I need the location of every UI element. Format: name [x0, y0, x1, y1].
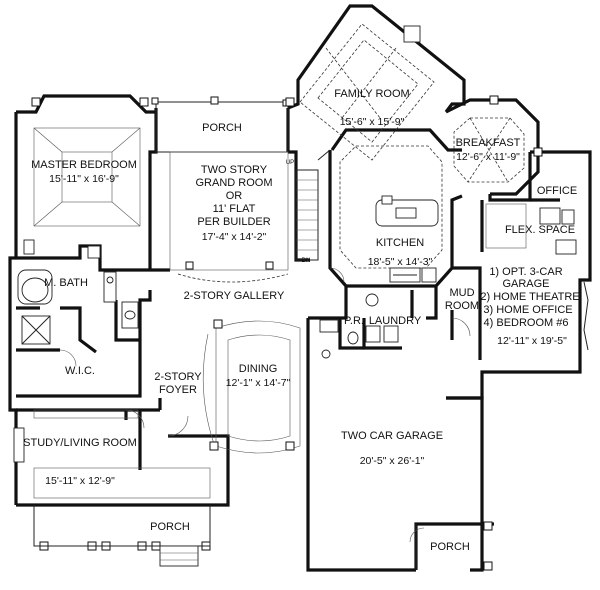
family-room-dims: 15'-6" x 15'-9": [340, 116, 405, 128]
master-bedroom-name: MASTER BEDROOM: [31, 159, 137, 171]
master-bath-name: M. BATH: [44, 277, 88, 289]
two-car-garage-dims: 20'-5" x 26'-1": [360, 455, 425, 467]
powder-room-name: P.R.: [344, 315, 364, 327]
kitchen-fixtures: [339, 145, 443, 283]
door-swings: [59, 267, 471, 543]
garage-option-line4: 3) HOME OFFICE: [483, 304, 572, 316]
study-name: STUDY/LIVING ROOM: [23, 437, 137, 449]
gallery-name: 2-STORY GALLERY: [184, 290, 285, 302]
front-porch-name: PORCH: [150, 521, 190, 533]
breakfast-name: BREAKFAST: [456, 137, 521, 149]
room-labels: MASTER BEDROOM 15'-11" x 16'-9" PORCH TW…: [23, 88, 579, 553]
dining-name: DINING: [239, 363, 278, 375]
grand-room-line1: TWO STORY: [201, 164, 268, 176]
two-car-garage-name: TWO CAR GARAGE: [341, 430, 443, 442]
family-room-ceiling: [285, 23, 435, 161]
breakfast-dims: 12'-6" x 11'-9": [456, 151, 520, 163]
wic-name: W.I.C.: [65, 365, 95, 377]
grand-room-line5: PER BUILDER: [197, 216, 270, 228]
study-dims: 15'-11" x 12'-9": [45, 475, 115, 487]
grand-room-line2: GRAND ROOM: [196, 177, 273, 189]
master-tray-ceiling: [31, 97, 149, 227]
grand-room-area: [169, 149, 331, 283]
master-bath-fixtures: [17, 239, 139, 345]
study-fixtures: [13, 409, 139, 463]
breakfast-ceiling: [453, 95, 543, 183]
garage-porch: [415, 521, 493, 571]
mud-room-line2: ROOM: [445, 300, 479, 312]
dining-dims: 12'-1" x 14'-7": [226, 377, 291, 389]
front-porch: [33, 467, 211, 567]
garage-porch-name: PORCH: [430, 541, 470, 553]
garage-option-dims: 12'-11" x 19'-5": [497, 335, 567, 347]
foyer-line1: 2-STORY: [154, 371, 202, 383]
kitchen-dims: 18'-5" x 14'-3": [368, 256, 433, 268]
kitchen-name: KITCHEN: [376, 237, 424, 249]
laundry-name: LAUNDRY: [369, 315, 422, 327]
top-porch-name: PORCH: [202, 122, 242, 134]
garage-option-line3: 2) HOME THEATRE: [480, 291, 579, 303]
stair-down-note: DN: [302, 258, 311, 264]
grand-room-line3: OR: [226, 190, 243, 202]
grand-room-dims: 17'-4" x 14'-2": [202, 231, 267, 243]
grand-room-line4: 11' FLAT: [213, 203, 256, 215]
family-room-name: FAMILY ROOM: [334, 88, 409, 100]
flex-space-name: FLEX. SPACE: [505, 224, 575, 236]
stair-up-note: UP: [286, 160, 294, 166]
dining-ceiling: [202, 319, 301, 454]
garage-option-line1: 1) OPT. 3-CAR: [489, 266, 562, 278]
staircase: [295, 149, 331, 261]
mud-room-line1: MUD: [449, 287, 474, 299]
garage-option-line5: 4) BEDROOM #6: [484, 317, 569, 329]
utility-fixtures: [319, 293, 399, 359]
garage-option-line2: GARAGE: [502, 278, 549, 290]
master-bedroom-dims: 15'-11" x 16'-9": [49, 173, 119, 185]
foyer-line2: FOYER: [159, 384, 197, 396]
flex-wing-fixtures: [485, 203, 589, 351]
office-name: OFFICE: [537, 185, 577, 197]
